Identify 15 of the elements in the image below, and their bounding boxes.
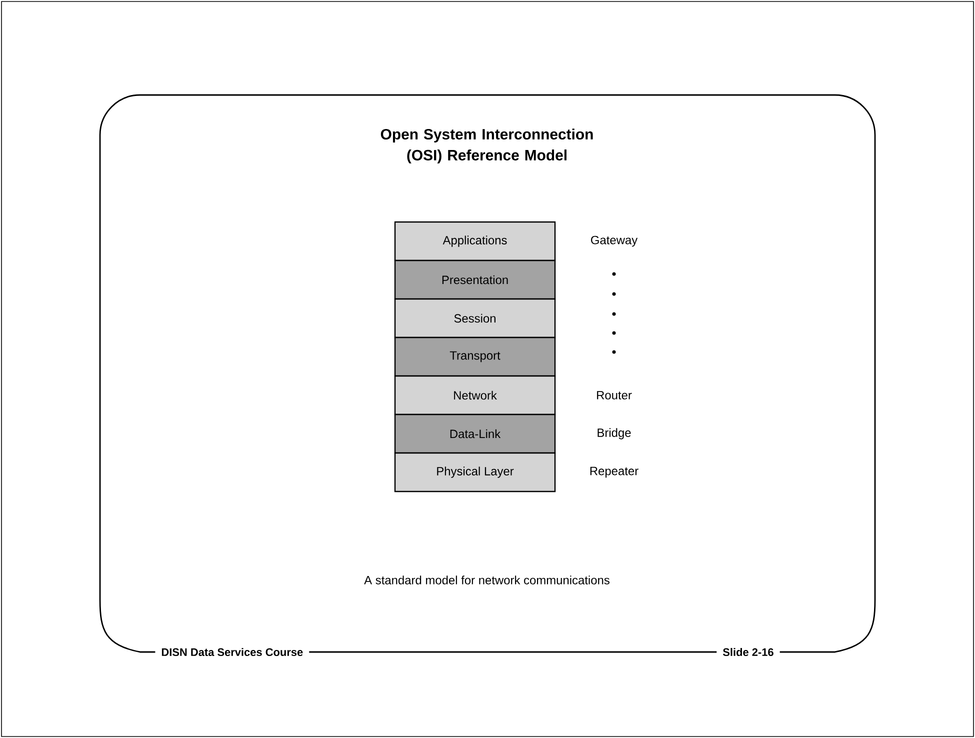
layer-box: Data-Link [394, 414, 556, 454]
layer-box: Physical Layer [394, 452, 556, 492]
layer-box: Presentation [394, 260, 556, 300]
footer-text: DISN Data Services Course [155, 644, 310, 660]
title: Open System Interconnection (OSI) Reference Model [380, 128, 593, 164]
layer-box: Session [394, 298, 556, 338]
footer-text: Slide 2-16 [716, 644, 780, 660]
device-label: Router [597, 391, 632, 400]
caption: A standard model for network communications [364, 576, 610, 584]
layer-box: Transport [394, 336, 556, 377]
layer-box: Applications [394, 221, 556, 262]
layer-box: Network [394, 375, 556, 416]
device-label: Gateway [591, 236, 638, 247]
device-label: Bridge [598, 428, 631, 440]
device-label: Repeater [590, 466, 638, 478]
